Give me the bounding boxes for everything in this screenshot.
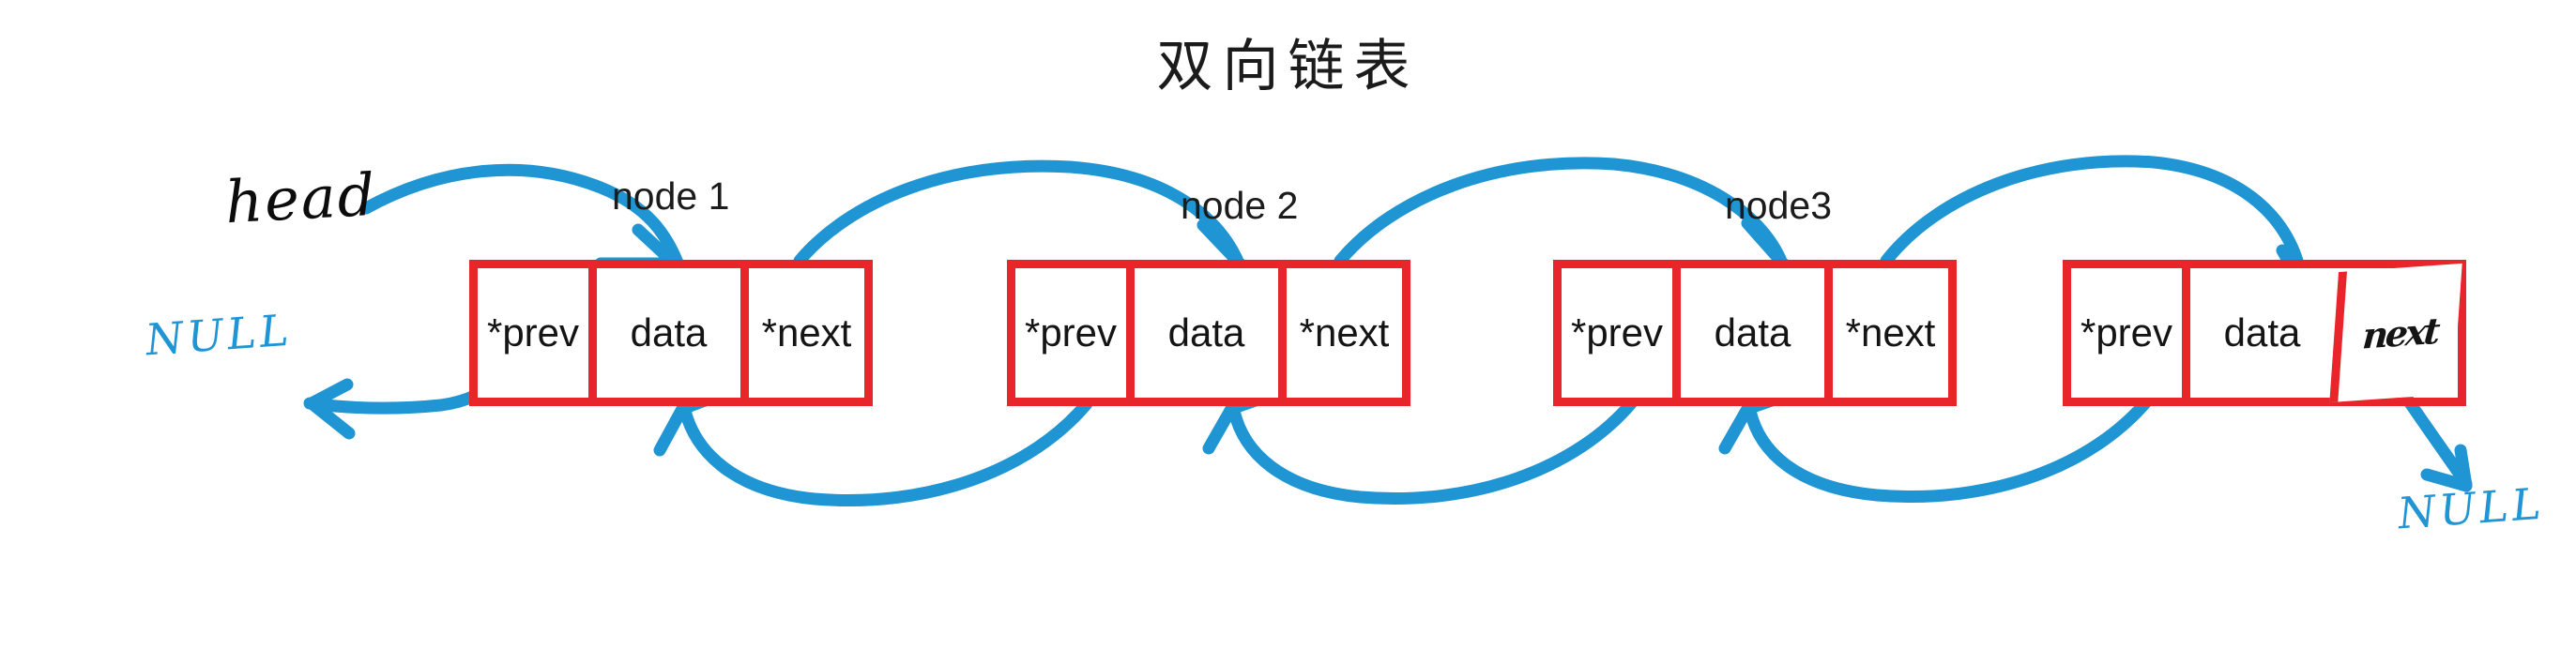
arrow-node4-next-to-null-headL	[2420, 468, 2473, 492]
arrow-node2-prev-to-node1	[678, 395, 1095, 507]
node-box-2: *prev data *next	[1007, 260, 1410, 406]
node-label-3: node3	[1725, 184, 1833, 227]
arrow-node1-next-to-node2-headL	[1197, 219, 1247, 271]
node-3-cell-next: *next	[1824, 268, 1948, 398]
arrow-node4-prev-to-node3	[1744, 392, 2156, 504]
node-4-cell-next: next	[2329, 263, 2462, 403]
node-label-2: node 2	[1181, 184, 1299, 227]
node-3-cell-prev: *prev	[1562, 268, 1672, 398]
node-box-1: *prev data *next	[469, 260, 873, 406]
arrow-node2-next-to-node3-headL	[1741, 217, 1791, 271]
arrow-node2-next-to-node3	[1334, 157, 1787, 267]
arrow-node1-next-to-node2	[793, 159, 1243, 267]
node-3-cell-data: data	[1672, 268, 1824, 398]
arrow-node1-prev-to-null-headU	[305, 378, 354, 410]
arrow-node2-prev-to-node1-headL	[653, 402, 689, 457]
node-4-cell-prev: *prev	[2071, 268, 2182, 398]
arrow-node4-prev-to-node3-headL	[1718, 402, 1754, 455]
arrow-node3-next-to-node4	[1880, 155, 2304, 267]
node-4-cell-data: data	[2182, 268, 2334, 398]
node-1-cell-prev: *prev	[478, 268, 588, 398]
node-2-cell-prev: *prev	[1015, 268, 1126, 398]
arrow-head-to-node1	[359, 163, 684, 269]
arrow-node1-prev-to-null-headD	[305, 397, 356, 440]
node-1-cell-next: *next	[740, 268, 864, 398]
node-1-cell-data: data	[588, 268, 740, 398]
arrow-node3-prev-to-node2-headL	[1202, 402, 1238, 455]
null-right-label: NULL	[2395, 477, 2547, 539]
head-label: head	[223, 159, 379, 237]
node-2-cell-data: data	[1126, 268, 1278, 398]
node-label-1: node 1	[612, 174, 730, 218]
arrow-node4-next-to-null-headR	[2454, 444, 2473, 492]
page-title: 双向链表	[1156, 34, 1420, 99]
null-left-label: NULL	[143, 304, 295, 366]
node-box-4: *prev data next	[2063, 260, 2466, 406]
arrow-node3-prev-to-node2	[1227, 395, 1639, 506]
node-box-3: *prev data *next	[1553, 260, 1957, 406]
node-2-cell-next: *next	[1278, 268, 1402, 398]
